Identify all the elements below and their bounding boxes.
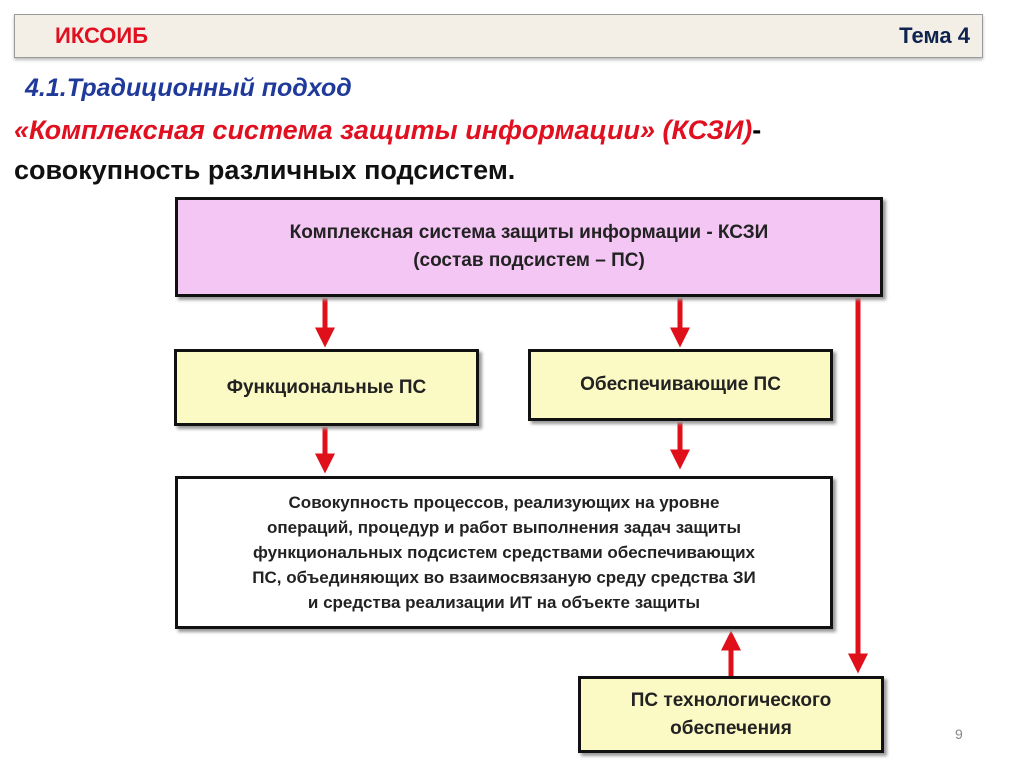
- supporting-box: Обеспечивающие ПС: [528, 349, 833, 421]
- topic-label: Тема 4: [899, 23, 970, 48]
- tech-line: обеспечения: [670, 717, 792, 739]
- functional-box: Функциональные ПС: [174, 349, 479, 426]
- processes-box: Совокупность процессов, реализующих на у…: [175, 476, 833, 629]
- processes-line: функциональных подсистем средствами обес…: [252, 543, 756, 562]
- processes-line: Совокупность процессов, реализующих на у…: [288, 493, 720, 512]
- section-title: 4.1.Традиционный подход: [25, 74, 352, 102]
- definition-text: совокупность различных подсистем.: [14, 155, 516, 185]
- slide-header: ИКСОИБ Тема 4: [14, 14, 983, 58]
- tech-support-box: ПС технологического обеспечения: [578, 676, 884, 753]
- term-dash: -: [752, 115, 762, 145]
- term-text: «Комплексная система защиты информации» …: [14, 115, 753, 145]
- kszi-title: Комплексная система защиты информации - …: [289, 222, 769, 243]
- processes-line: и средства реализации ИТ на объекте защи…: [307, 593, 701, 612]
- kszi-subtitle: (состав подсистем – ПС): [413, 250, 645, 271]
- processes-line: ПС, объединяющих во взаимосвязаную среду…: [252, 568, 756, 587]
- processes-line: операций, процедур и работ выполнения за…: [266, 518, 742, 537]
- page-number: 9: [955, 726, 963, 742]
- definition-term: «Комплексная система защиты информации» …: [14, 115, 761, 146]
- tech-line: ПС технологического: [630, 689, 832, 711]
- kszi-box: Комплексная система защиты информации - …: [175, 197, 883, 297]
- course-label: ИКСОИБ: [55, 23, 149, 48]
